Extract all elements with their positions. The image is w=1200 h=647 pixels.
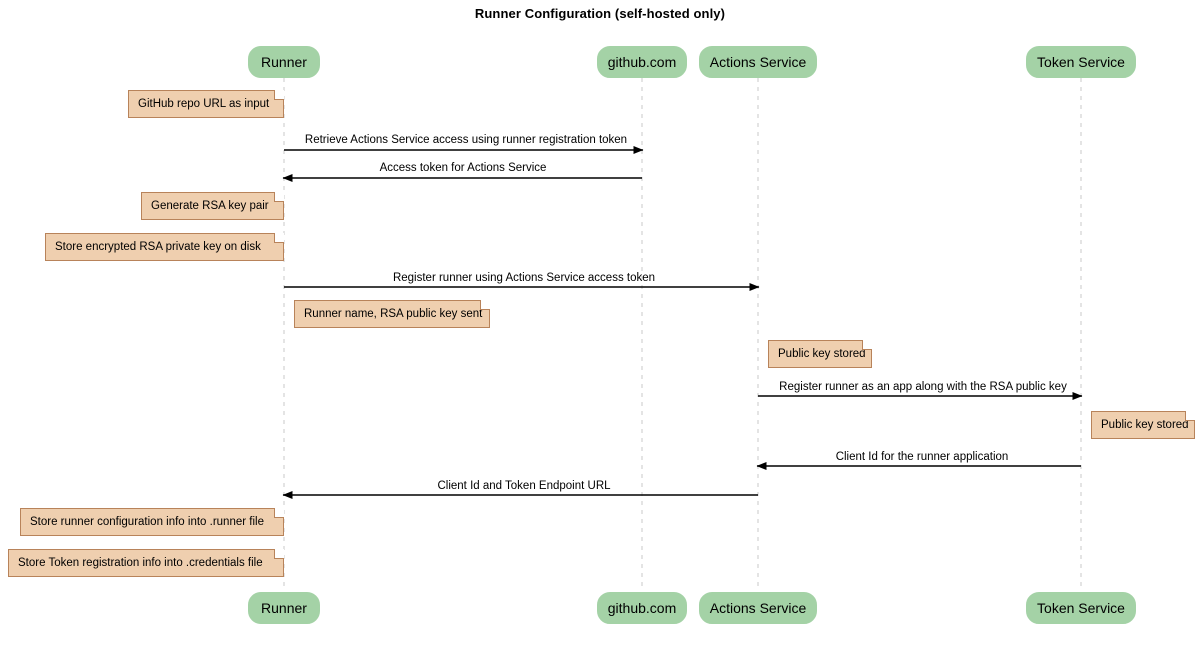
note-generate-rsa-key-pair: Generate RSA key pair	[141, 192, 284, 220]
participant-actions-bottom[interactable]: Actions Service	[699, 592, 817, 624]
note-text: Store Token registration info into .cred…	[18, 557, 263, 569]
message-text: Client Id for the runner application	[835, 451, 1009, 463]
message-text: Access token for Actions Service	[379, 162, 547, 174]
message-label-client-id-for-runner-app: Client Id for the runner application	[836, 451, 1009, 463]
message-label-client-id-token-endpoint: Client Id and Token Endpoint URL	[437, 480, 610, 492]
note-public-key-stored-token: Public key stored	[1091, 411, 1195, 439]
participant-label: Runner	[261, 54, 307, 70]
participant-label: github.com	[607, 54, 677, 70]
participant-label: Actions Service	[709, 600, 807, 616]
participant-github-bottom[interactable]: github.com	[597, 592, 687, 624]
message-label-retrieve-actions-access: Retrieve Actions Service access using ru…	[305, 134, 627, 146]
participant-token-top[interactable]: Token Service	[1026, 46, 1136, 78]
participant-label: github.com	[607, 600, 677, 616]
message-text: Retrieve Actions Service access using ru…	[304, 134, 628, 146]
note-store-runner-configuration: Store runner configuration info into .ru…	[20, 508, 284, 536]
participant-token-bottom[interactable]: Token Service	[1026, 592, 1136, 624]
participant-label: Token Service	[1037, 54, 1125, 70]
note-text: Public key stored	[1101, 419, 1189, 431]
note-text: Runner name, RSA public key sent	[304, 308, 483, 320]
note-public-key-stored-actions: Public key stored	[768, 340, 872, 368]
participant-label: Runner	[261, 600, 307, 616]
participant-runner-bottom[interactable]: Runner	[248, 592, 320, 624]
message-label-register-runner: Register runner using Actions Service ac…	[393, 272, 655, 284]
participant-runner-top[interactable]: Runner	[248, 46, 320, 78]
participant-label: Token Service	[1037, 600, 1125, 616]
note-text: Generate RSA key pair	[151, 200, 269, 212]
participant-github-top[interactable]: github.com	[597, 46, 687, 78]
note-runner-name-public-key-sent: Runner name, RSA public key sent	[294, 300, 490, 328]
note-text: GitHub repo URL as input	[138, 98, 270, 110]
page-title: Runner Configuration (self-hosted only)	[474, 6, 726, 21]
note-github-repo-url: GitHub repo URL as input	[128, 90, 284, 118]
message-text: Client Id and Token Endpoint URL	[437, 480, 611, 492]
message-text: Register runner as an app along with the…	[779, 381, 1067, 393]
participant-actions-top[interactable]: Actions Service	[699, 46, 817, 78]
note-text: Store encrypted RSA private key on disk	[55, 241, 261, 253]
message-label-access-token: Access token for Actions Service	[380, 162, 547, 174]
note-store-encrypted-private-key: Store encrypted RSA private key on disk	[45, 233, 284, 261]
message-label-register-runner-as-app: Register runner as an app along with the…	[779, 381, 1067, 393]
participant-label: Actions Service	[709, 54, 807, 70]
note-store-token-registration: Store Token registration info into .cred…	[8, 549, 284, 577]
message-text: Register runner using Actions Service ac…	[392, 272, 656, 284]
note-text: Store runner configuration info into .ru…	[30, 516, 264, 528]
note-text: Public key stored	[778, 348, 866, 360]
